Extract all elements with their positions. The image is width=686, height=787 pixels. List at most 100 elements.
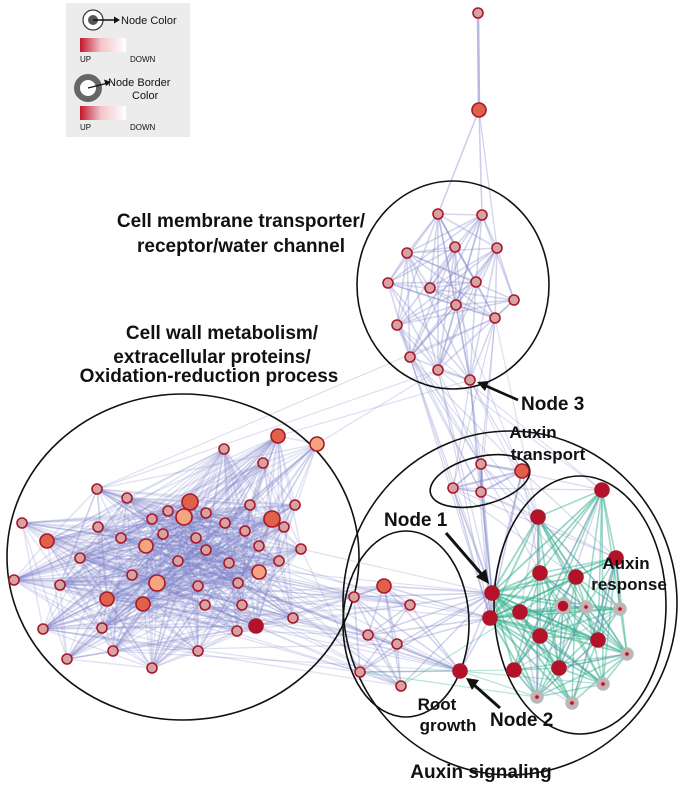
network-edge xyxy=(142,518,153,605)
network-edge xyxy=(437,213,498,249)
network-edge xyxy=(189,462,264,503)
network-edge xyxy=(197,526,285,587)
network-edge xyxy=(42,628,199,652)
network-edge xyxy=(101,518,273,629)
network-edge xyxy=(101,625,257,629)
network-edge xyxy=(571,639,599,704)
network-edge xyxy=(59,574,133,586)
node-border-arrowhead xyxy=(104,79,111,86)
auxin-transport-label-line1: Auxin xyxy=(509,423,556,442)
network-edge xyxy=(79,557,257,627)
network-edge xyxy=(489,608,621,619)
wall-node-33 xyxy=(148,574,166,592)
network-edge xyxy=(126,497,296,506)
network-edge xyxy=(97,526,144,605)
network-edge xyxy=(151,518,199,652)
network-edge xyxy=(459,617,491,672)
network-edge xyxy=(42,574,133,630)
network-edge xyxy=(120,537,355,598)
network-edge xyxy=(537,516,587,608)
network-edge xyxy=(21,522,239,584)
network-edge xyxy=(223,448,260,547)
cell-membrane-cluster-outline xyxy=(356,180,550,390)
network-edge xyxy=(597,557,617,641)
network-edge xyxy=(396,299,515,326)
network-edge xyxy=(156,582,243,606)
network-edge xyxy=(189,501,243,606)
transport-node-3 xyxy=(447,482,459,494)
network-edge xyxy=(189,501,230,564)
network-edge xyxy=(79,504,296,559)
network-edge xyxy=(59,526,285,586)
network-edge xyxy=(131,560,280,576)
network-edge xyxy=(59,497,128,586)
network-edge xyxy=(79,557,108,600)
wall-node-47 xyxy=(248,618,264,634)
network-edge xyxy=(489,576,577,619)
network-edge xyxy=(106,562,230,600)
network-edge xyxy=(277,435,302,550)
network-edge xyxy=(481,214,515,301)
network-edge xyxy=(151,548,302,669)
network-edge xyxy=(21,522,199,587)
network-edge xyxy=(13,537,122,581)
network-edge xyxy=(241,518,273,606)
network-edge xyxy=(13,435,279,581)
network-edge xyxy=(537,516,628,655)
network-edge xyxy=(126,497,179,562)
network-edge xyxy=(59,545,147,586)
network-edge xyxy=(396,324,482,465)
network-edge xyxy=(79,435,279,559)
node-color-arrowhead xyxy=(114,16,120,24)
network-edge xyxy=(205,512,260,573)
network-edge xyxy=(491,572,541,594)
transport-node-2 xyxy=(514,463,530,479)
network-edge xyxy=(367,604,411,636)
network-edge xyxy=(454,246,471,381)
membrane-node-12 xyxy=(391,319,403,331)
network-edge xyxy=(452,317,496,489)
node1-arrow xyxy=(444,532,486,578)
network-edge xyxy=(367,634,461,672)
wall-node-23 xyxy=(115,532,127,544)
network-edge xyxy=(131,574,402,687)
network-edge xyxy=(120,537,230,564)
network-edge xyxy=(156,562,230,584)
network-edge xyxy=(112,443,318,652)
network-edge xyxy=(96,488,294,619)
wall-node-37 xyxy=(232,577,244,589)
network-edge xyxy=(204,530,246,606)
network-edge xyxy=(46,540,133,576)
network-edge xyxy=(489,617,604,685)
network-edge xyxy=(469,379,482,493)
network-edge xyxy=(97,448,225,528)
network-edge xyxy=(244,530,257,627)
network-edge xyxy=(387,246,456,284)
network-edge xyxy=(151,562,230,669)
network-edge xyxy=(101,574,133,629)
node-border-up-label: UP xyxy=(80,123,91,132)
auxin-response-cluster-outline xyxy=(493,475,667,735)
network-edge xyxy=(480,463,539,518)
network-edge xyxy=(258,571,402,687)
network-edge xyxy=(480,491,493,594)
root-node-3 xyxy=(404,599,416,611)
network-edge xyxy=(513,653,628,671)
network-edge xyxy=(469,317,496,381)
network-edge xyxy=(255,443,318,627)
network-edge xyxy=(101,462,264,629)
network-edge xyxy=(537,516,541,574)
network-edge xyxy=(142,582,239,605)
network-edge xyxy=(13,504,251,581)
network-edge xyxy=(42,628,153,669)
network-edge xyxy=(359,671,538,698)
network-edge xyxy=(162,518,273,535)
network-edge xyxy=(126,497,280,562)
network-edge xyxy=(521,470,617,559)
network-edge xyxy=(537,516,621,610)
wall-node-9 xyxy=(200,507,212,519)
node-color-label: Node Color xyxy=(121,15,177,27)
network-edge xyxy=(489,572,541,619)
network-edge xyxy=(585,606,628,655)
network-edge xyxy=(244,435,279,532)
